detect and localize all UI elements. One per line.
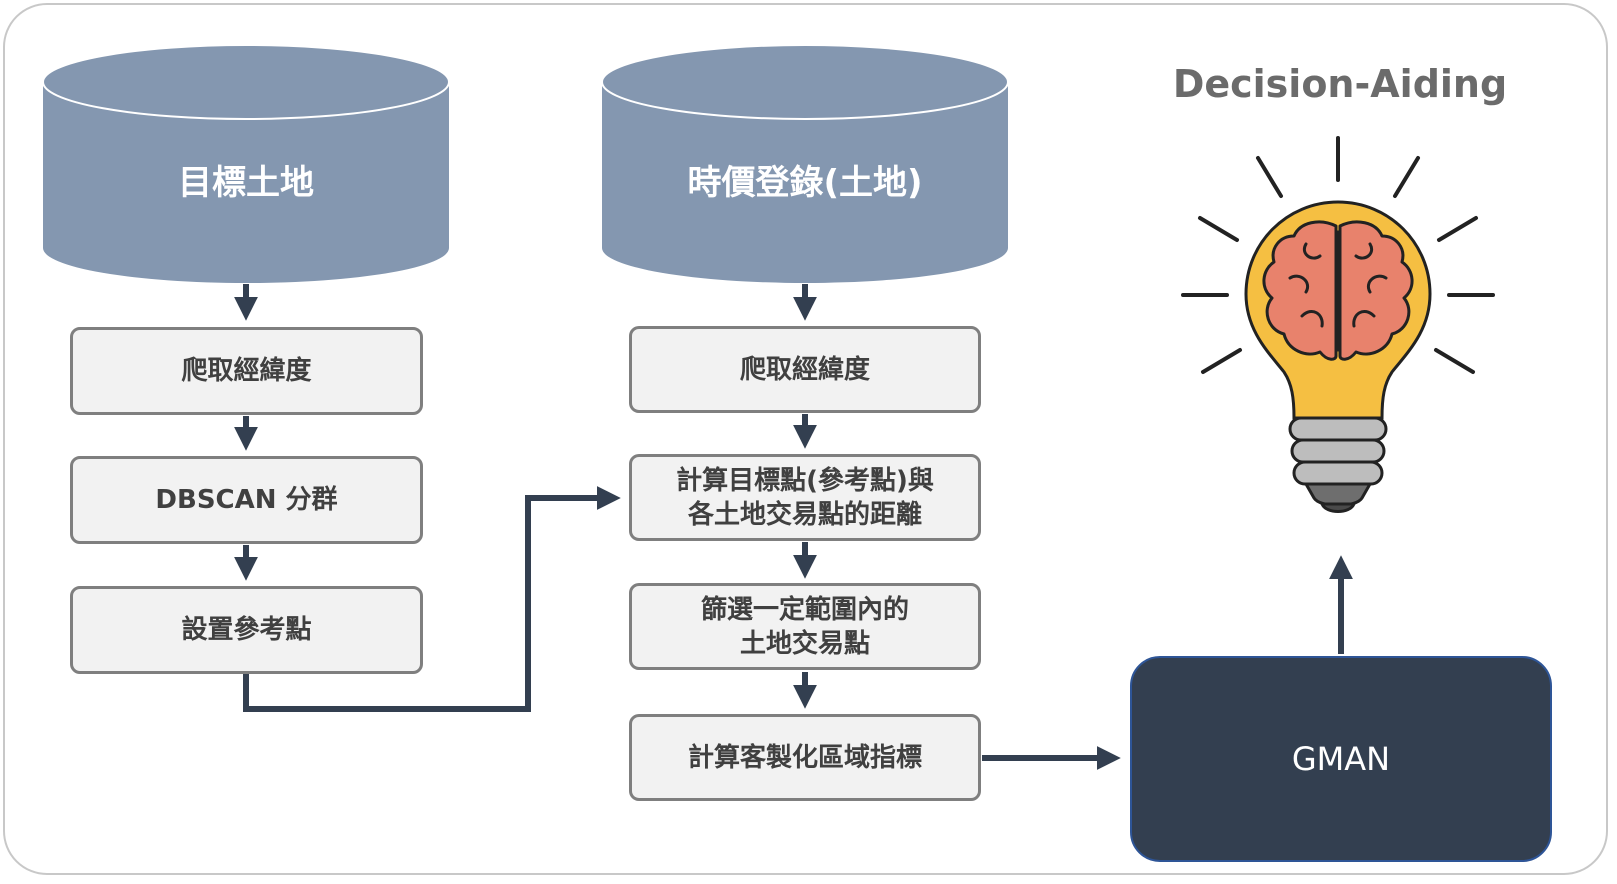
step-compute-distance: 計算目標點(參考點)與 各土地交易點的距離 — [629, 454, 981, 541]
gman-model-box: GMAN — [1130, 656, 1552, 862]
step-compute-regional-index: 計算客製化區域指標 — [629, 714, 981, 801]
database-label-price-registry: 時價登錄(土地) — [687, 163, 923, 203]
database-cylinder-target-land — [42, 44, 450, 283]
lightbulb-brain-icon — [1181, 136, 1495, 513]
connector-reference-to-distance — [243, 486, 621, 712]
step-crawl-coordinates-left: 爬取經緯度 — [70, 327, 423, 415]
page-title: Decision-Aiding — [1172, 62, 1508, 106]
step-crawl-coordinates-right: 爬取經緯度 — [629, 326, 981, 413]
step-dbscan-clustering: DBSCAN 分群 — [70, 456, 423, 544]
step-set-reference-points: 設置參考點 — [70, 586, 423, 674]
database-cylinder-price-registry — [601, 44, 1009, 283]
step-filter-transactions: 篩選一定範圍內的 土地交易點 — [629, 583, 981, 670]
database-label-target-land: 目標土地 — [178, 163, 314, 203]
